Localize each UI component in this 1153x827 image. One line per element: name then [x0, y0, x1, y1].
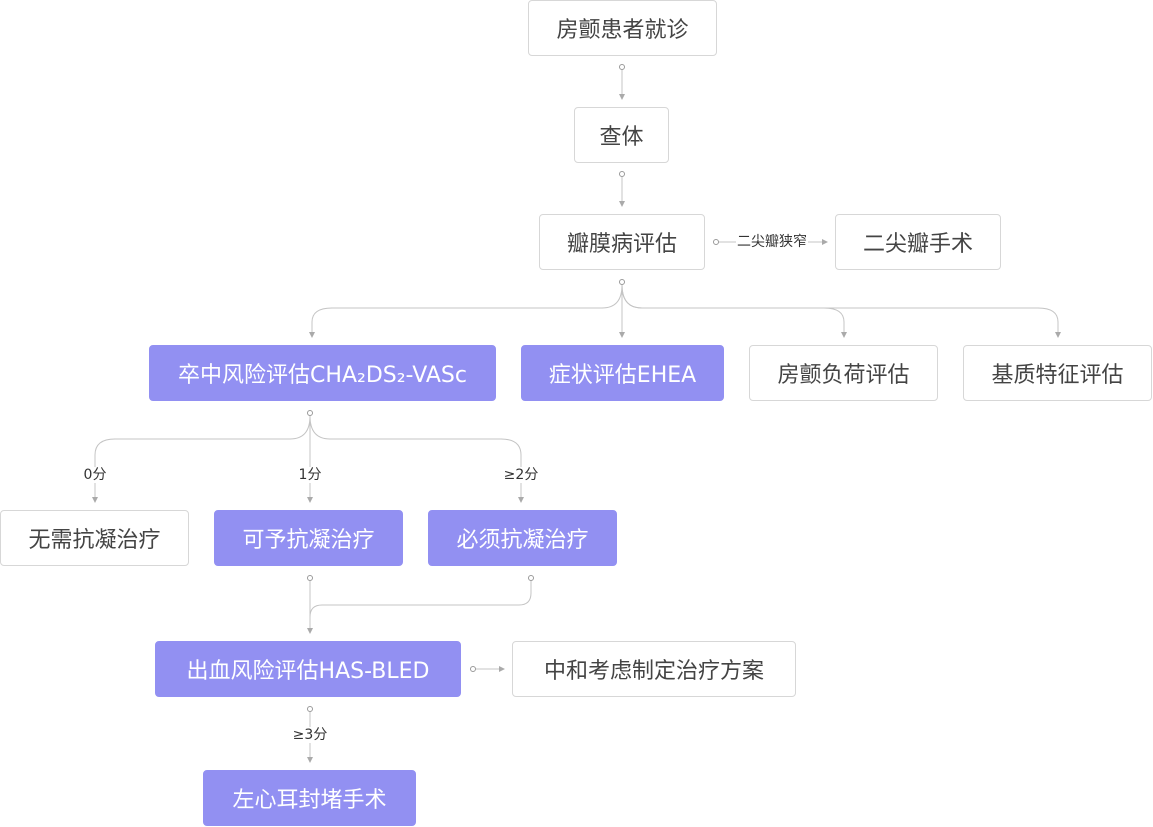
- edge-port: [619, 64, 625, 70]
- edge-required-bleeding: [309, 581, 532, 618]
- node-substrate[interactable]: 基质特征评估: [963, 345, 1152, 401]
- edge-port: [619, 171, 625, 177]
- node-balanced-plan[interactable]: 中和考虑制定治疗方案: [512, 641, 796, 697]
- edge-port: [619, 279, 625, 285]
- edge-port: [713, 239, 719, 245]
- node-laa-occlusion[interactable]: 左心耳封堵手术: [203, 770, 416, 826]
- edge-stroke-required: [309, 415, 524, 503]
- node-valve-eval[interactable]: 瓣膜病评估: [539, 214, 705, 270]
- edge-label-score-2plus: ≥2分: [502, 467, 540, 483]
- edge-valve-burden: [621, 284, 847, 338]
- edge-port: [307, 706, 313, 712]
- edge-port: [307, 410, 313, 416]
- edge-label-score-3plus: ≥3分: [291, 727, 329, 743]
- edge-stroke-none: [92, 415, 311, 503]
- edge-port: [528, 575, 534, 581]
- node-bleeding-risk[interactable]: 出血风险评估HAS-BLED: [155, 641, 461, 697]
- node-mitral-surgery[interactable]: 二尖瓣手术: [835, 214, 1001, 270]
- edge-valve-stroke: [309, 284, 623, 338]
- node-required-anticoag[interactable]: 必须抗凝治疗: [428, 510, 617, 566]
- edge-label-mitral-stenosis: 二尖瓣狭窄: [736, 234, 808, 250]
- node-symptom-eval[interactable]: 症状评估EHEA: [521, 345, 724, 401]
- edge-label-score-0: 0分: [82, 467, 108, 483]
- edge-port: [307, 575, 313, 581]
- node-optional-anticoag[interactable]: 可予抗凝治疗: [214, 510, 403, 566]
- edge-port: [470, 666, 476, 672]
- node-exam[interactable]: 查体: [574, 107, 669, 163]
- edge-valve-substrate: [621, 284, 1061, 338]
- node-af-burden[interactable]: 房颤负荷评估: [749, 345, 938, 401]
- node-stroke-risk[interactable]: 卒中风险评估CHA₂DS₂-VASc: [149, 345, 496, 401]
- node-no-anticoag[interactable]: 无需抗凝治疗: [0, 510, 189, 566]
- node-visit[interactable]: 房颤患者就诊: [528, 0, 717, 56]
- edge-label-score-1: 1分: [297, 467, 323, 483]
